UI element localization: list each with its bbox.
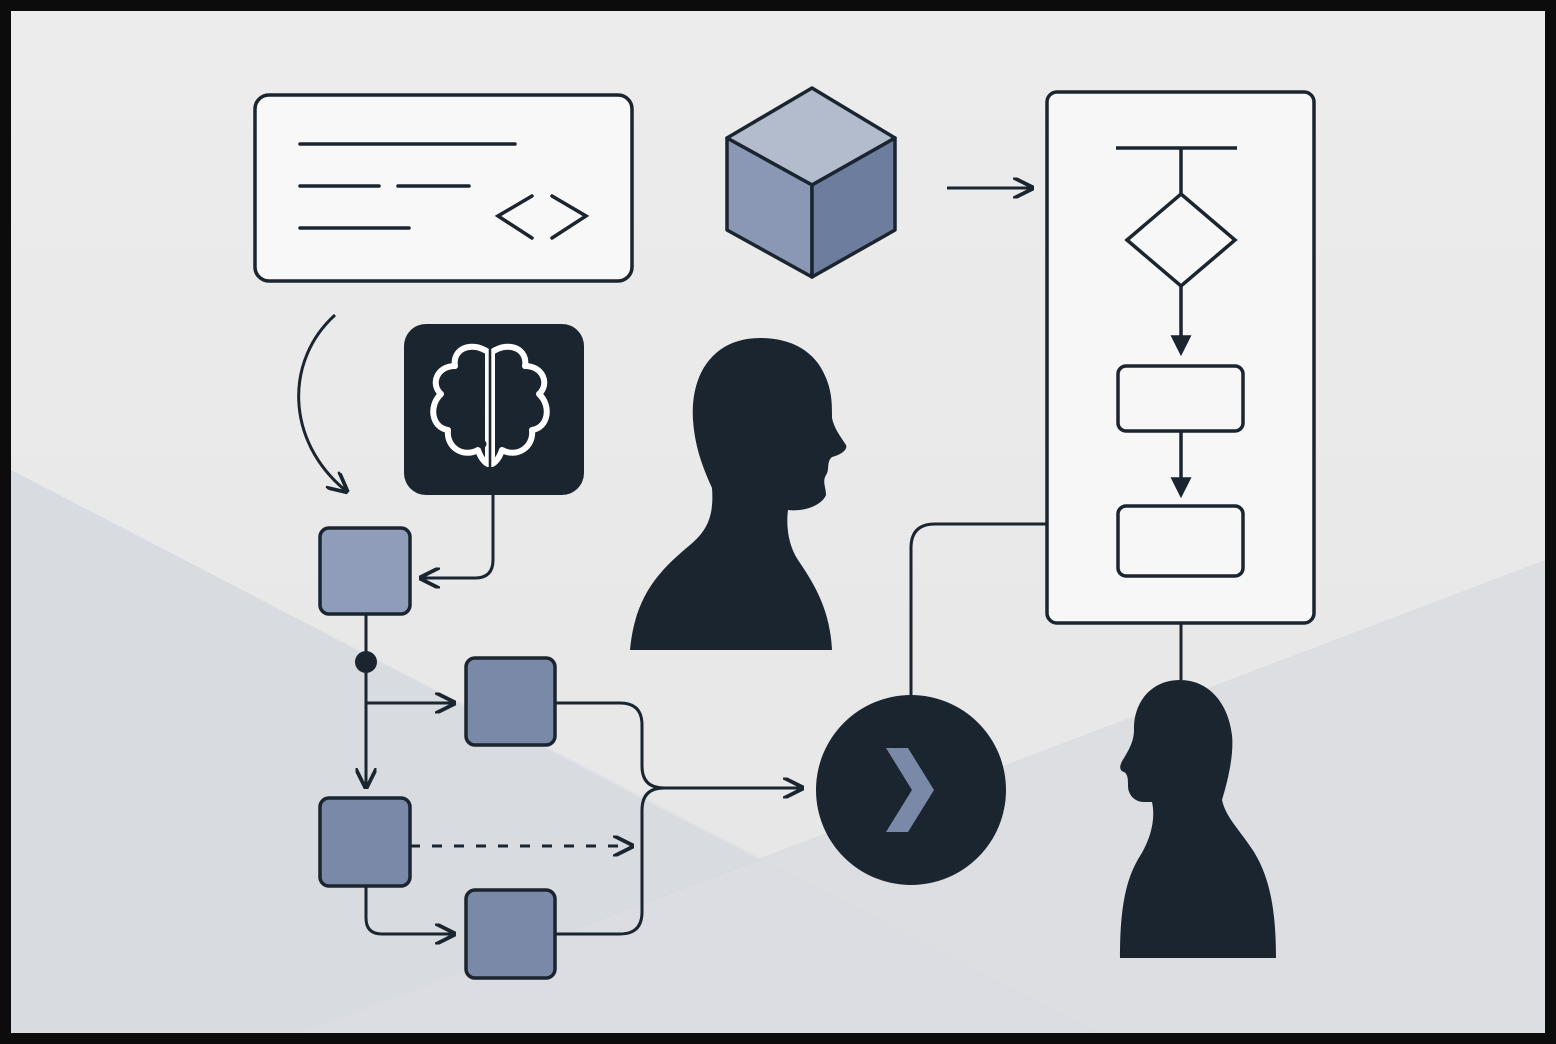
arrow-brain-to-node — [423, 495, 495, 578]
connector-node2-merge — [555, 701, 800, 788]
code-bracket-right-icon — [550, 194, 590, 240]
cube-icon — [725, 86, 897, 279]
connector-node3-to-node4 — [364, 886, 452, 934]
brain-circuit-icon — [404, 324, 584, 495]
chevron-right-icon — [816, 695, 1006, 885]
flow-node-2 — [464, 656, 557, 747]
connector-circle-to-panel — [909, 522, 1047, 695]
flow-node-3 — [318, 796, 412, 888]
connector-node4-merge — [555, 786, 665, 936]
process-box-1 — [1116, 364, 1245, 433]
arrow-code-to-node — [297, 313, 345, 490]
person-silhouette-small-icon — [1120, 680, 1276, 958]
person-silhouette-icon — [630, 338, 847, 650]
flow-nodes — [318, 526, 557, 980]
code-window-icon — [253, 93, 634, 283]
flowchart-panel-icon — [1045, 90, 1316, 625]
junction-dot — [355, 651, 377, 673]
flow-node-4 — [464, 888, 557, 980]
code-bracket-left-icon — [494, 194, 534, 240]
process-box-2 — [1116, 504, 1245, 578]
flow-node-1 — [318, 526, 412, 616]
